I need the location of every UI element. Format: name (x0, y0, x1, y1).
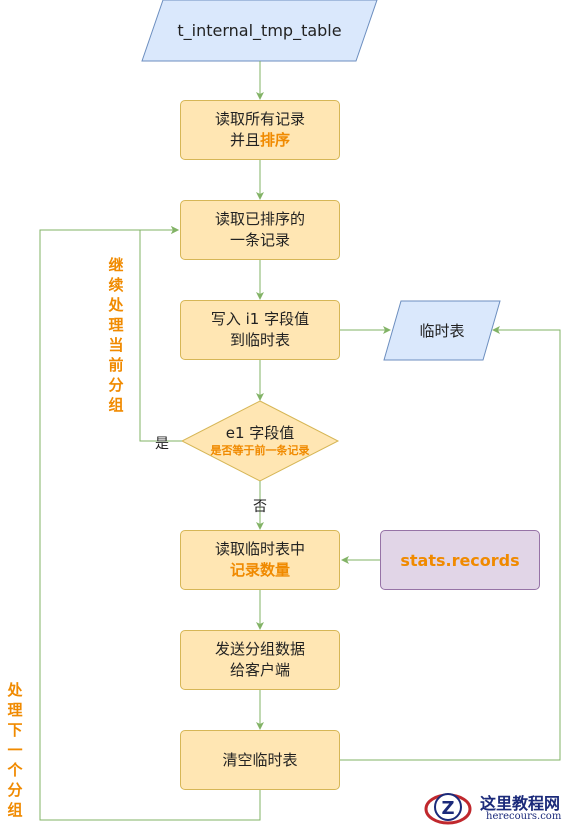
send-line2: 给客户端 (229, 661, 290, 679)
read-count-line1: 读取临时表中 (214, 540, 305, 558)
read-all-line2-plain: 并且 (229, 131, 260, 149)
no-label: 否 (253, 499, 267, 515)
read-sorted-line2: 一条记录 (229, 231, 290, 249)
watermark-logo-icon: Z (424, 793, 472, 825)
stats-records-label: stats.records (400, 550, 520, 570)
yes-label: 是 (155, 436, 169, 452)
stats-records-node: stats.records (380, 530, 540, 590)
read-count-box: 读取临时表中 记录数量 (180, 530, 340, 590)
write-field-box: 写入 i1 字段值 到临时表 (180, 300, 340, 360)
read-count-line2: 记录数量 (229, 561, 290, 579)
read-all-line1: 读取所有记录 (214, 110, 305, 128)
watermark-url: herecours.com (486, 811, 562, 822)
edge-clear-to-temp-table (340, 326, 561, 761)
source-table-label: t_internal_tmp_table (177, 21, 342, 40)
write-line2: 到临时表 (229, 331, 290, 349)
temp-table-label: 临时表 (419, 322, 465, 340)
decision-sub-label: 是否等于前一条记录 (210, 444, 310, 457)
clear-temp-box: 清空临时表 (180, 730, 340, 790)
temp-table-shape (383, 300, 501, 361)
source-table-shape (141, 0, 378, 62)
decision-node: e1 字段值 是否等于前一条记录 (180, 418, 340, 464)
svg-text:Z: Z (441, 798, 454, 819)
temp-table-node: 临时表 (384, 301, 500, 360)
edge-next-group-loop (39, 226, 261, 821)
source-table-node: t_internal_tmp_table (142, 0, 377, 61)
next-group-label: 处理下一个分组 (7, 681, 23, 819)
clear-label: 清空临时表 (222, 750, 298, 769)
read-all-records-box: 读取所有记录 并且排序 (180, 100, 340, 160)
send-group-box: 发送分组数据 给客户端 (180, 630, 340, 690)
read-sorted-line1: 读取已排序的 (214, 210, 305, 228)
decision-main-label: e1 字段值 (225, 424, 295, 442)
edge-yes-loop (139, 226, 182, 442)
write-line1: 写入 i1 字段值 (210, 310, 310, 328)
read-sorted-record-box: 读取已排序的 一条记录 (180, 200, 340, 260)
continue-group-label: 继续处理当前分组 (108, 256, 124, 414)
watermark-name: 这里教程网 (480, 794, 561, 813)
read-all-line2: 并且排序 (230, 130, 290, 151)
send-line1: 发送分组数据 (214, 640, 305, 658)
read-all-line2-highlight: 排序 (260, 131, 291, 149)
